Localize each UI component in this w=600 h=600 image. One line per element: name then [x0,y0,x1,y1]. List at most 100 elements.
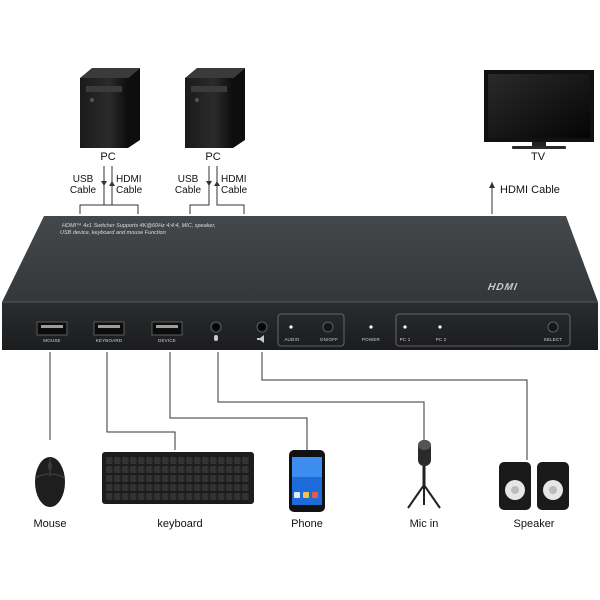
pc-tower-1-icon [80,68,140,148]
keyboard-key [146,493,153,500]
keyboard-key [122,466,129,473]
keyboard-icon [102,452,254,504]
keyboard-usb-port [93,321,125,336]
keyboard-key [138,466,145,473]
keyboard-key [178,475,185,482]
keyboard-key [186,484,193,491]
keyboard-key [106,493,113,500]
pc1-usb-cable-label: USB Cable [69,174,97,196]
keyboard-key [226,484,233,491]
phone-label: Phone [291,518,323,530]
device-usb-port [151,321,183,336]
mouse-label: Mouse [33,518,67,530]
keyboard-key [202,466,209,473]
mouse-port-label: MOUSE [43,338,61,343]
keyboard-key [162,457,169,464]
power-led [369,325,373,329]
pc2-label: PC [205,151,221,163]
pc2-select-label: PC 2 [435,337,447,342]
keyboard-key [162,475,169,482]
keyboard-key [242,475,249,482]
pc1-label: PC [100,151,116,163]
cable-arrows [101,181,495,188]
keyboard-key [170,457,177,464]
keyboard-key [146,484,153,491]
select-button [547,321,559,333]
keyboard-key [242,457,249,464]
keyboard-key [202,493,209,500]
select-label: SELECT [543,337,563,342]
keyboard-key [202,484,209,491]
keyboard-key [130,493,137,500]
keyboard-key [122,457,129,464]
keyboard-key [186,493,193,500]
keyboard-key [234,484,241,491]
keyboard-key [186,457,193,464]
keyboard-key [170,466,177,473]
keyboard-key [122,493,129,500]
pc1-hdmi-cable-label: HDMI Cable [116,174,143,196]
keyboard-key [226,457,233,464]
keyboard-key [202,457,209,464]
keyboard-key [194,457,201,464]
keyboard-key [106,484,113,491]
peripheral-cables [49,352,528,460]
keyboard-key [162,466,169,473]
keyboard-key [130,457,137,464]
keyboard-key [218,457,225,464]
switcher-top-text-1: HDMI™ 4x1 Switcher Supports 4K@60Hz 4:4:… [62,223,216,229]
keyboard-key [114,466,121,473]
keyboard-key [210,466,217,473]
keyboard-key [162,484,169,491]
keyboard-key [218,484,225,491]
keyboard-key [210,457,217,464]
tv-label: TV [530,151,546,163]
power-label: POWER [361,337,380,342]
mouse-icon [34,457,66,507]
mic-label: Mic in [409,518,439,530]
keyboard-key [138,484,145,491]
keyboard-key [234,466,241,473]
keyboard-key [242,466,249,473]
keyboard-label: keyboard [157,518,203,530]
keyboard-key [234,475,241,482]
keyboard-key [178,466,185,473]
keyboard-key [130,475,137,482]
speaker-label: Speaker [513,518,555,530]
pc2-hdmi-cable-label: HDMI Cable [221,174,248,196]
keyboard-key [210,484,217,491]
keyboard-key [178,457,185,464]
keyboard-key [138,475,145,482]
keyboard-key [154,466,161,473]
switcher-top-text-2: USB device, keyboard and mouse Function [60,230,166,236]
keyboard-key [154,475,161,482]
tv-hdmi-cable-label: HDMI Cable [500,184,560,196]
keyboard-key [178,493,185,500]
keyboard-key [226,475,233,482]
device-port-label: DEVICE [158,338,176,343]
keyboard-key [178,484,185,491]
keyboard-key [114,484,121,491]
keyboard-key [106,466,113,473]
keyboard-key [202,475,209,482]
keyboard-key [154,457,161,464]
keyboard-key [106,457,113,464]
keyboard-key [210,493,217,500]
pc-select-panel [395,313,571,347]
keyboard-key [130,466,137,473]
keyboard-key [194,475,201,482]
pc1-select-label: PC 1 [399,337,411,342]
audio-panel [277,313,345,347]
pc2-usb-cable-label: USB Cable [174,174,202,196]
keyboard-key [114,493,121,500]
keyboard-key [234,457,241,464]
keyboard-key [114,475,121,482]
keyboard-port-label: KEYBOARD [95,338,123,343]
keyboard-key [226,466,233,473]
keyboard-key [122,484,129,491]
keyboard-key [218,475,225,482]
keyboard-key [122,475,129,482]
keyboard-key [146,466,153,473]
keyboard-key [210,475,217,482]
keyboard-key [234,493,241,500]
